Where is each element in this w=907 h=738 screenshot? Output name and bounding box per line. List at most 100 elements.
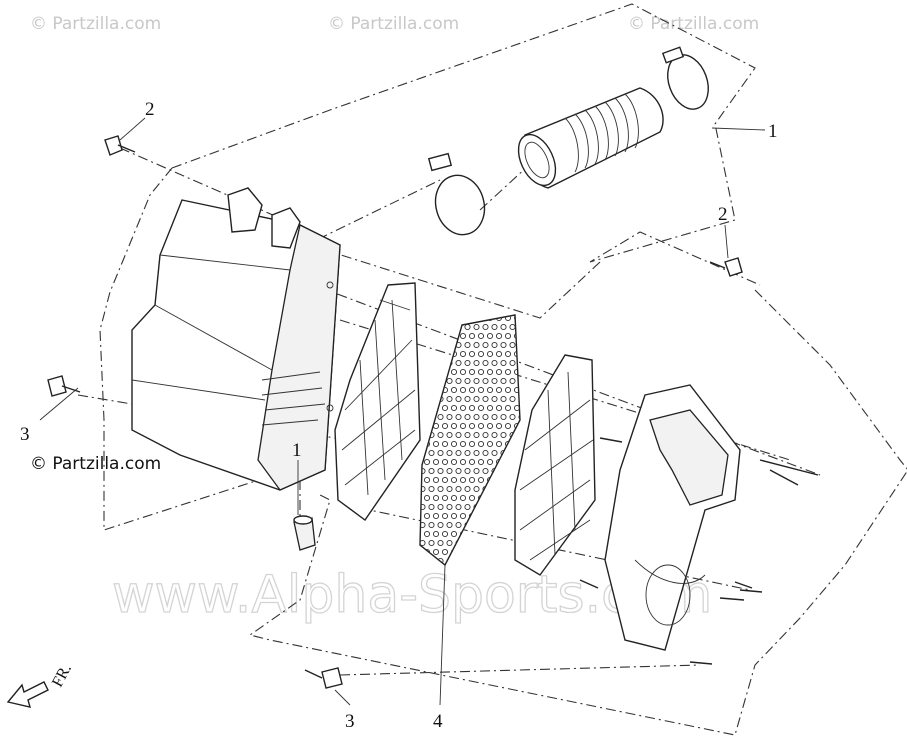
perforation-hole [432, 530, 440, 538]
perforation-hole [428, 449, 435, 457]
perforation-hole [423, 386, 431, 394]
perforation-hole [459, 512, 467, 520]
perforation-hole [509, 341, 516, 349]
perforation-hole [450, 512, 458, 520]
perforation-hole [482, 539, 489, 547]
perforation-hole [459, 332, 467, 340]
perforation-hole [446, 323, 453, 331]
perforation-hole [500, 323, 507, 331]
perforation-hole [500, 431, 507, 439]
perforation-hole [477, 368, 485, 376]
perforation-hole [486, 440, 494, 448]
perforation-hole [513, 458, 520, 466]
perforation-hole [459, 386, 467, 394]
perforation-hole [420, 467, 426, 475]
perforation-hole [464, 341, 471, 349]
bolt-right [709, 257, 743, 277]
perforation-hole [473, 341, 480, 349]
perforation-hole [432, 494, 440, 502]
perforation-hole [432, 440, 440, 448]
perforation-hole [504, 350, 512, 358]
perforation-hole [477, 404, 485, 412]
perforation-hole [468, 494, 476, 502]
perforation-hole [504, 332, 512, 340]
perforation-hole [441, 458, 449, 466]
perforation-hole [468, 404, 476, 412]
perforation-hole [423, 315, 431, 322]
perforation-hole [491, 521, 498, 529]
perforation-hole [437, 503, 444, 511]
perforation-hole [446, 467, 453, 475]
perforation-hole [500, 377, 507, 385]
perforation-hole [491, 377, 498, 385]
perforation-hole [473, 521, 480, 529]
perforation-hole [441, 530, 449, 538]
perforation-hole [473, 359, 480, 367]
perforation-hole [459, 458, 467, 466]
perforation-hole [455, 503, 462, 511]
direction-label: FR. [49, 661, 75, 690]
perforation-hole [495, 386, 503, 394]
filter-frame-front [334, 282, 421, 521]
perforation-hole [482, 377, 489, 385]
perforation-hole [420, 458, 422, 466]
perforation-hole [450, 476, 458, 484]
perforation-hole [432, 422, 440, 430]
perforation-hole [468, 332, 476, 340]
perforation-hole [450, 422, 458, 430]
perforation-hole [504, 548, 512, 556]
perforation-hole [420, 512, 422, 520]
perforation-hole [509, 467, 516, 475]
perforation-hole [477, 476, 485, 484]
perforation-hole [441, 548, 449, 556]
perforation-hole [464, 467, 471, 475]
perforation-hole [455, 449, 462, 457]
perforation-hole [437, 539, 444, 547]
perforation-hole [500, 359, 507, 367]
perforation-hole [450, 386, 458, 394]
perforation-hole [420, 503, 426, 511]
perforation-hole [486, 494, 494, 502]
perforation-hole [491, 395, 498, 403]
perforation-hole [504, 476, 512, 484]
perforation-hole [500, 521, 507, 529]
perforation-hole [450, 494, 458, 502]
perforation-hole [468, 458, 476, 466]
perforation-hole [432, 350, 440, 358]
perforation-hole [423, 494, 431, 502]
perforation-hole [491, 359, 498, 367]
perforation-hole [518, 359, 520, 367]
air-cleaner-cover [604, 384, 741, 651]
perforation-hole [428, 539, 435, 547]
perforation-hole [518, 323, 520, 331]
front-direction-arrow-icon [6, 681, 49, 708]
perforation-hole [464, 323, 471, 331]
perforation-hole [482, 557, 489, 565]
perforation-hole [473, 467, 480, 475]
perforation-hole [446, 341, 453, 349]
perforation-hole [468, 476, 476, 484]
perforation-hole [437, 431, 444, 439]
perforation-hole [495, 512, 503, 520]
perforation-hole [441, 422, 449, 430]
perforation-hole [473, 395, 480, 403]
perforation-hole [486, 332, 494, 340]
air-cleaner-housing [131, 187, 341, 491]
perforation-hole [432, 458, 440, 466]
perforation-hole [446, 485, 453, 493]
perforation-hole [420, 557, 426, 565]
perforation-hole [446, 431, 453, 439]
perforation-hole [509, 323, 516, 331]
perforation-hole [432, 386, 440, 394]
perforation-hole [437, 521, 444, 529]
callout-bolt-left: 3 [20, 424, 30, 445]
perforation-hole [423, 422, 431, 430]
perforation-hole [432, 315, 440, 322]
perforation-hole [437, 449, 444, 457]
perforation-hole [477, 422, 485, 430]
perforation-hole [468, 440, 476, 448]
perforation-hole [441, 494, 449, 502]
perforation-hole [464, 395, 471, 403]
perforation-hole [486, 404, 494, 412]
